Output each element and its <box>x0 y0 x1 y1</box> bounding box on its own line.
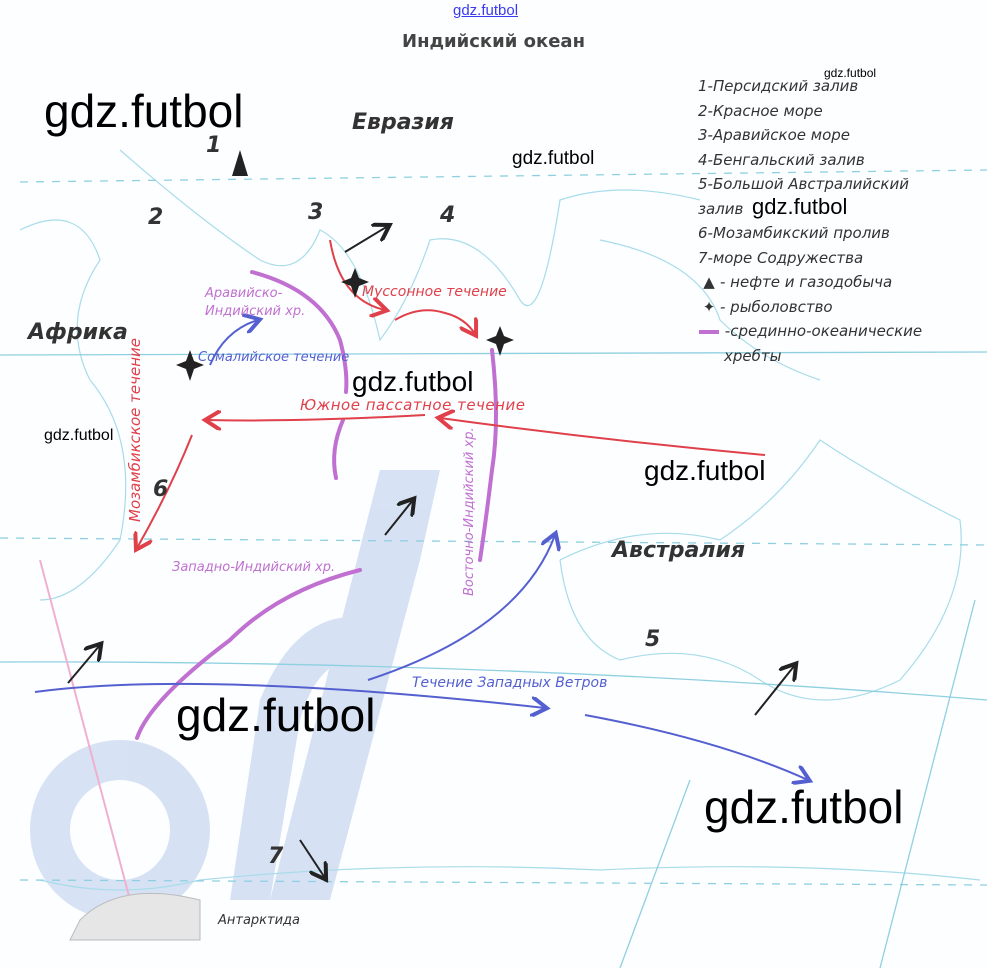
antarctic-shelf <box>69 892 201 941</box>
fishing-star-icon <box>341 268 369 298</box>
cold-currents <box>34 320 808 780</box>
west-winds-arrow-3 <box>584 714 808 780</box>
map-title: Индийский океан <box>402 31 586 52</box>
watermark: gdz.futbol <box>44 427 114 444</box>
watermark: gdz.futbol <box>44 85 244 137</box>
legend-ridges-2: хребты <box>724 346 782 365</box>
west-winds-arrow-2 <box>367 535 555 681</box>
watermark: gdz.futbol <box>512 148 595 169</box>
legend-item: 3-Аравийское море <box>698 126 850 144</box>
label-africa: Африка <box>28 320 128 345</box>
legend-item: 4-Бенгальский залив <box>698 150 865 169</box>
label-arabian-indian-ridge-2: Индийский хр. <box>205 304 306 319</box>
legend-item: 5-Большой Австралийский <box>698 175 909 193</box>
west-winds-arrow-1 <box>34 682 545 708</box>
mid-ocean-ridges <box>135 270 498 740</box>
watermark: gdz.futbol <box>824 66 877 80</box>
label-somali-current: Сомалийское течение <box>198 350 350 365</box>
ridge-east-indian <box>478 348 498 562</box>
legend-item: 6-Мозамбикский пролив <box>698 224 890 242</box>
legend: 1-Персидский залив 2-Красное море 3-Арав… <box>698 74 922 368</box>
marker-6: 6 <box>153 477 169 502</box>
ridge-arabian-indian <box>250 270 349 394</box>
label-eurasia: Евразия <box>352 110 454 135</box>
south-equatorial-arrow-2 <box>207 415 426 420</box>
warm-currents <box>137 239 766 548</box>
south-equatorial-arrow-1 <box>440 418 766 456</box>
label-east-indian-ridge: Восточно-Индийский хр. <box>462 427 477 596</box>
oil-gas-icon: ▲ <box>703 273 715 291</box>
fishing-star-icon <box>486 326 514 356</box>
watermark: gdz.futbol <box>644 455 766 486</box>
watermark: gdz.futbol <box>352 366 474 397</box>
site-link[interactable]: gdz.futbol <box>453 2 519 19</box>
ridge-line-icon <box>698 319 720 344</box>
watermark: gdz.futbol <box>752 194 848 219</box>
legend-item: 1-Персидский залив <box>698 77 859 95</box>
legend-item: 2-Красное море <box>698 101 823 120</box>
fishing-star-icon: ✦ <box>702 297 716 316</box>
watermark: gdz.futbol <box>176 689 376 741</box>
legend-item: залив <box>698 199 744 218</box>
legend-item: 7-море Содружества <box>698 248 864 267</box>
coastlines <box>19 149 981 891</box>
label-arabian-indian-ridge-1: Аравийско- <box>205 286 283 301</box>
legend-oil-gas: - нефте и газодобыча <box>720 273 893 291</box>
label-mozambique-current: Мозамбикское течение <box>126 338 144 522</box>
ridge-west-indian <box>135 568 362 740</box>
label-australia: Австралия <box>612 538 745 563</box>
marker-3: 3 <box>308 200 324 225</box>
somali-current-arrow <box>209 320 258 366</box>
ridge-arabian-indian-south <box>332 418 345 480</box>
mozambique-current-arrow <box>137 434 193 548</box>
marker-7: 7 <box>268 844 284 869</box>
marker-1: 1 <box>206 133 222 158</box>
legend-fishing: - рыболовство <box>720 297 833 316</box>
marker-5: 5 <box>645 627 661 652</box>
label-south-equatorial-current: Южное пассатное течение <box>300 396 526 414</box>
monsoon-current-arrow-1 <box>329 239 385 310</box>
fishing-star-icon <box>176 350 204 381</box>
legend-ridges: -срединно-океанические <box>724 322 923 340</box>
label-monsoon-current: Муссонное течение <box>362 284 507 300</box>
watermark: gdz.futbol <box>704 781 904 833</box>
label-west-winds-current: Течение Западных Ветров <box>412 675 608 691</box>
label-west-indian-ridge: Западно-Индийский хр. <box>172 560 336 575</box>
marker-2: 2 <box>148 205 164 230</box>
marker-4: 4 <box>440 203 456 228</box>
oil-gas-icon <box>232 150 248 176</box>
wind-arrows <box>67 226 795 878</box>
label-antarctica: Антарктида <box>218 913 301 928</box>
fishing-icons <box>176 268 514 381</box>
monsoon-current-arrow-2 <box>394 309 475 334</box>
